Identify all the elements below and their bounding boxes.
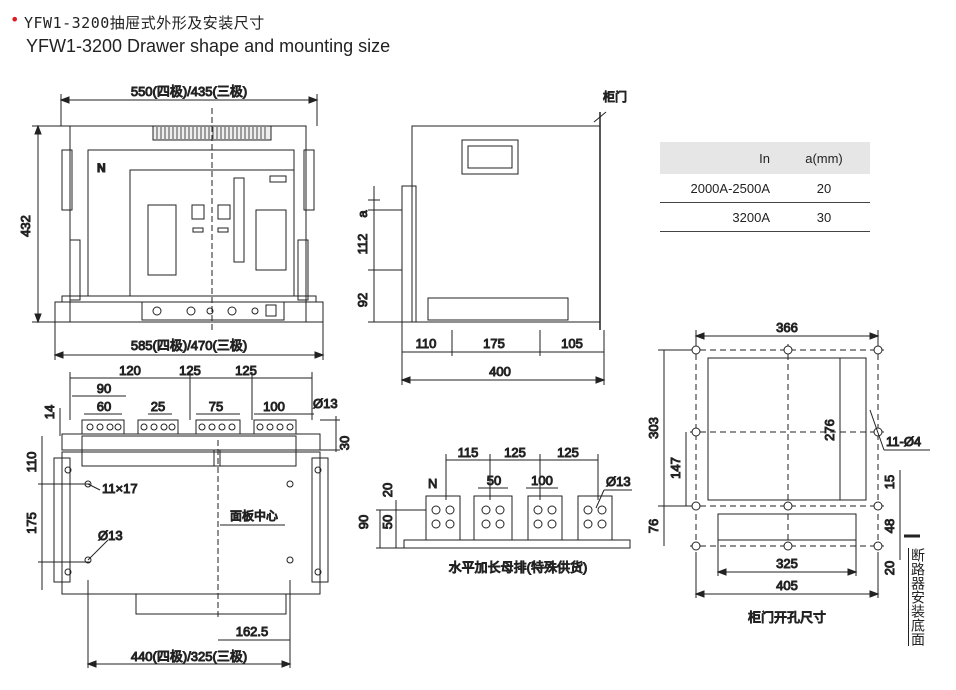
bottom-125a-label: 125 [179,363,201,378]
bottom-75-label: 75 [209,399,223,414]
bottom-13-hole-label: Ø13 [98,528,123,543]
busbar-view: 115 125 125 N 50 100 Ø13 20 90 50 水平加长母排… [356,445,632,576]
busbar-100-label: 100 [531,473,553,488]
spec-cell: 3200A [660,202,778,232]
cutout-48-label: 48 [882,519,897,533]
bottom-width-label: 440(四极)/325(三极) [131,649,247,664]
cutout-147-label: 147 [668,457,683,479]
spec-header-in: In [660,142,778,174]
panel-center-label: 面板中心 [230,508,278,523]
spec-table-header-row: In a(mm) [660,142,870,174]
bottom-11x17-label: 11×17 [102,481,138,496]
door-cutout-view: 366 303 147 76 276 11-Ø4 [646,320,930,626]
bottom-125b-label: 125 [235,363,257,378]
cutout-caption: 柜门开孔尺寸 [748,610,826,625]
breaker-mounting-surface-note: 断路器安装底面 [909,548,925,646]
bottom-30-label: 30 [337,436,352,450]
bottom-162-5-label: 162.5 [236,624,269,639]
side-92-label: 92 [355,293,370,307]
title-chinese: YFW1-3200抽屉式外形及安装尺寸 [24,14,265,32]
front-n-label: N [97,161,106,175]
spec-cell: 2000A-2500A [660,174,778,203]
door-label: 柜门 [603,89,627,104]
side-112-label: 112 [355,234,370,255]
bottom-view: 120 125 125 90 60 25 75 100 Ø13 [24,363,353,668]
bottom-60-label: 60 [97,399,111,414]
front-height-label: 432 [18,215,33,237]
title-english: YFW1-3200 Drawer shape and mounting size [26,36,391,56]
bottom-175-label: 175 [24,512,39,534]
side-175-label: 175 [483,336,505,351]
front-width-label: 550(四极)/435(三极) [131,84,247,99]
side-view: 柜门 a 112 92 110 175 105 400 [355,89,628,385]
busbar-125b-label: 125 [557,445,579,460]
spec-table: In a(mm) 2000A-2500A 20 3200A 30 [660,142,870,232]
side-400-label: 400 [489,364,511,379]
busbar-20-label: 20 [380,483,395,497]
cutout-303-label: 303 [646,417,661,439]
bottom-110-label: 110 [24,452,39,473]
busbar-50-label: 50 [487,473,501,488]
busbar-50v-label: 50 [380,515,395,529]
bottom-14-label: 14 [42,405,57,419]
busbar-115-label: 115 [458,445,479,460]
front-base-width-label: 585(四极)/470(三极) [131,338,247,353]
cutout-366-label: 366 [776,320,798,335]
bottom-100-label: 100 [263,399,285,414]
bottom-90-label: 90 [97,381,111,396]
bullet-icon: • [10,10,20,29]
busbar-125a-label: 125 [504,445,526,460]
cutout-20-label: 20 [882,561,897,575]
busbar-caption: 水平加长母排(特殊供货) [449,560,588,575]
cutout-405-label: 405 [776,578,798,593]
spec-cell: 20 [778,174,870,203]
cutout-76-label: 76 [646,519,661,533]
bottom-120-label: 120 [119,363,141,378]
busbar-13-label: Ø13 [606,474,631,489]
table-row: 2000A-2500A 20 [660,174,870,203]
busbar-n-label: N [428,476,437,491]
bottom-13-top-label: Ø13 [313,396,338,411]
front-view: 550(四极)/435(三极) 432 [18,84,325,360]
table-row: 3200A 30 [660,202,870,232]
cutout-325-label: 325 [776,556,798,571]
cutout-11x4-label: 11-Ø4 [886,434,921,449]
side-105-label: 105 [561,336,583,351]
side-110-label: 110 [416,336,437,351]
spec-header-a: a(mm) [778,142,870,174]
cutout-15-label: 15 [882,475,897,489]
cutout-276-label: 276 [822,419,837,441]
side-a-label: a [355,210,370,218]
busbar-90-label: 90 [356,515,371,529]
bottom-25-label: 25 [151,399,165,414]
spec-cell: 30 [778,202,870,232]
